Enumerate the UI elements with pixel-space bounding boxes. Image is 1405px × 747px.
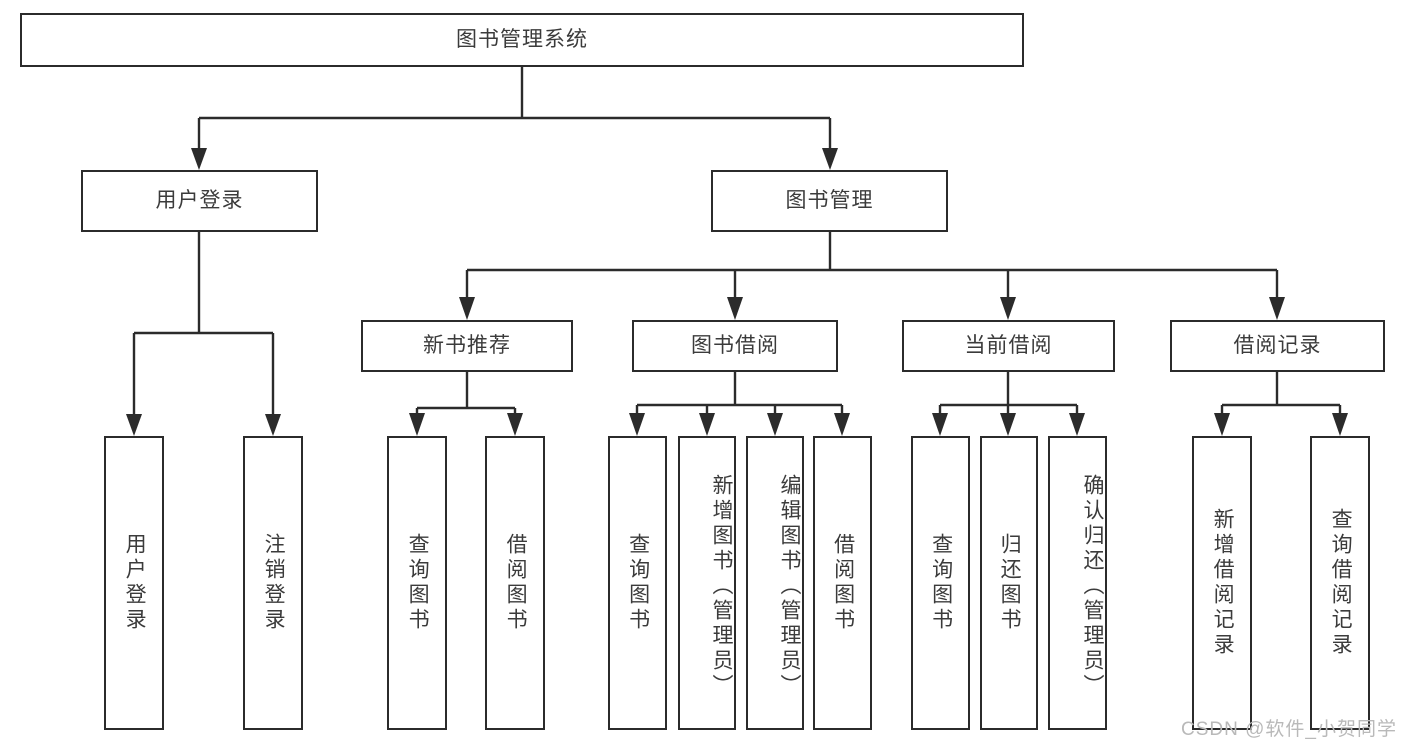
- leaf-query-borrow-record[interactable]: 查询借阅记录: [1310, 436, 1370, 730]
- leaf-user-login[interactable]: 用户登录: [104, 436, 164, 730]
- leaf-add-borrow-record[interactable]: 新增借阅记录: [1192, 436, 1252, 730]
- node-book-management[interactable]: 图书管理: [711, 170, 948, 232]
- node-new-book-recommend[interactable]: 新书推荐: [361, 320, 573, 372]
- leaf-query-book-current[interactable]: 查询图书: [911, 436, 970, 730]
- node-current-borrow[interactable]: 当前借阅: [902, 320, 1115, 372]
- leaf-query-book-borrow[interactable]: 查询图书: [608, 436, 667, 730]
- leaf-user-logout[interactable]: 注销登录: [243, 436, 303, 730]
- leaf-confirm-return-admin[interactable]: 确认归还（管理员）: [1048, 436, 1107, 730]
- leaf-borrow-book-borrow[interactable]: 借阅图书: [813, 436, 872, 730]
- leaf-return-book[interactable]: 归还图书: [980, 436, 1038, 730]
- node-root-book-management-system[interactable]: 图书管理系统: [20, 13, 1024, 67]
- leaf-edit-book-admin[interactable]: 编辑图书（管理员）: [746, 436, 804, 730]
- leaf-borrow-book-recommend[interactable]: 借阅图书: [485, 436, 545, 730]
- leaf-add-book-admin[interactable]: 新增图书（管理员）: [678, 436, 736, 730]
- node-user-login[interactable]: 用户登录: [81, 170, 318, 232]
- node-book-borrow[interactable]: 图书借阅: [632, 320, 838, 372]
- leaf-query-book-recommend[interactable]: 查询图书: [387, 436, 447, 730]
- node-borrow-record[interactable]: 借阅记录: [1170, 320, 1385, 372]
